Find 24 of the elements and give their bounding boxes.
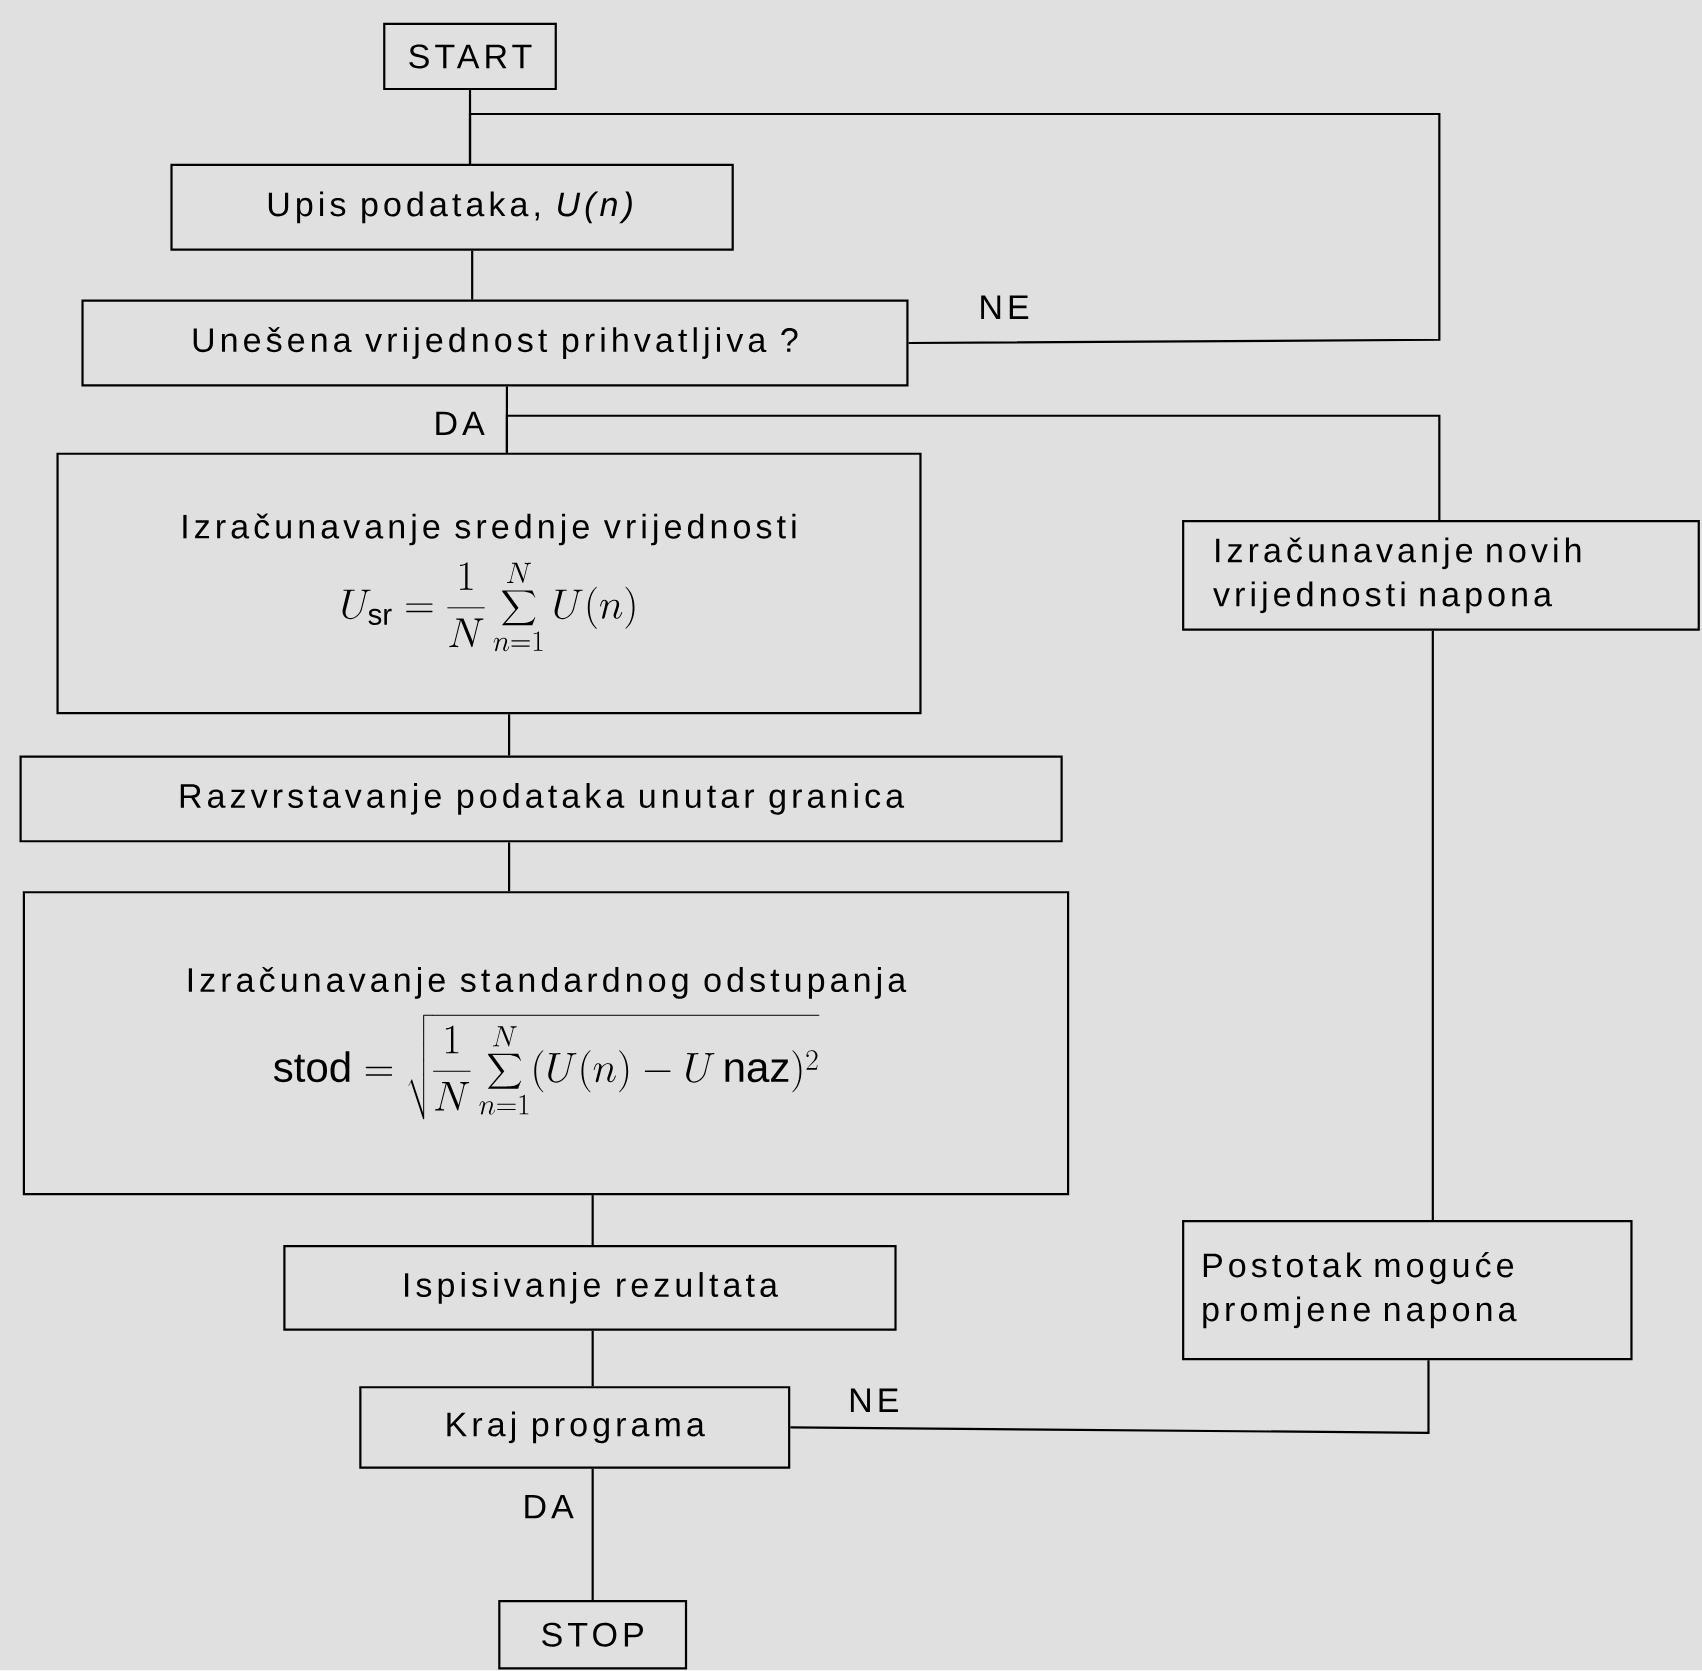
edge-label: DA <box>520 1493 576 1521</box>
edge-label: NE <box>976 293 1032 322</box>
edge-label: NE <box>846 1386 902 1415</box>
connector-line <box>508 842 511 892</box>
formula-box: Izračunavanje srednje vrijednosti $U_{\mathrm{sr}} = \frac{1}{N}\sum_{n=1}^{N} U(n)$ <box>56 452 922 715</box>
connector-line <box>468 113 1441 345</box>
connector-line <box>591 1468 594 1601</box>
connector-line <box>591 1331 594 1387</box>
process-box: Razvrstavanje podataka unutar granica <box>19 755 1063 843</box>
process-box: Postotak moguće promjene napona <box>1182 1220 1633 1361</box>
connector-line <box>591 1195 594 1246</box>
connector-line <box>1431 630 1434 1221</box>
process-box: Ispisivanje rezultata <box>283 1245 897 1332</box>
connector-line <box>790 1360 1430 1435</box>
process-box: Kraj programa <box>359 1386 791 1469</box>
process-box: Upis podataka, U(n) <box>170 164 734 251</box>
process-box: Unešena vrijednost prihvatljiva ? <box>81 299 909 387</box>
terminal-box: STOP <box>498 1600 688 1670</box>
formula-box: Izračunavanje standardnog odstupanja $\mathrm{stod} = \sqrt{\frac{1}{N}\sum_{n=1}^{N}(U(n) - U\,\mathrm{naz})^{2}}$ <box>22 891 1070 1196</box>
connector-line <box>508 714 511 756</box>
process-box: Izračunavanje novih vrijednosti napona <box>1182 520 1700 631</box>
connector-line <box>471 251 474 300</box>
connector-line <box>505 414 1441 521</box>
terminal-box: START <box>383 23 557 91</box>
